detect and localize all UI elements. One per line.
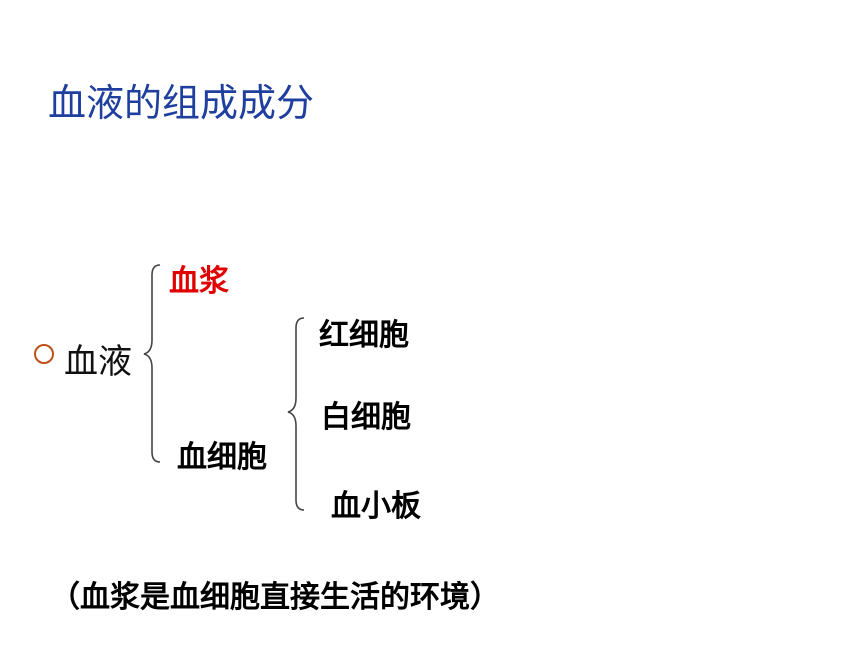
white-blood-cell-label: 白细胞 (321, 400, 411, 435)
plasma-label: 血浆 (169, 264, 229, 299)
footnote: （血浆是血细胞直接生活的环境） (50, 580, 500, 615)
blood-cells-label: 血细胞 (177, 440, 267, 475)
platelet-label: 血小板 (331, 489, 421, 524)
left-brace-cells (287, 317, 305, 511)
blood-label: 血液 (64, 342, 132, 382)
bullet-circle-icon (34, 344, 54, 364)
red-blood-cell-label: 红细胞 (319, 318, 409, 353)
page-title: 血液的组成成分 (48, 81, 315, 125)
left-brace-blood (143, 264, 161, 463)
